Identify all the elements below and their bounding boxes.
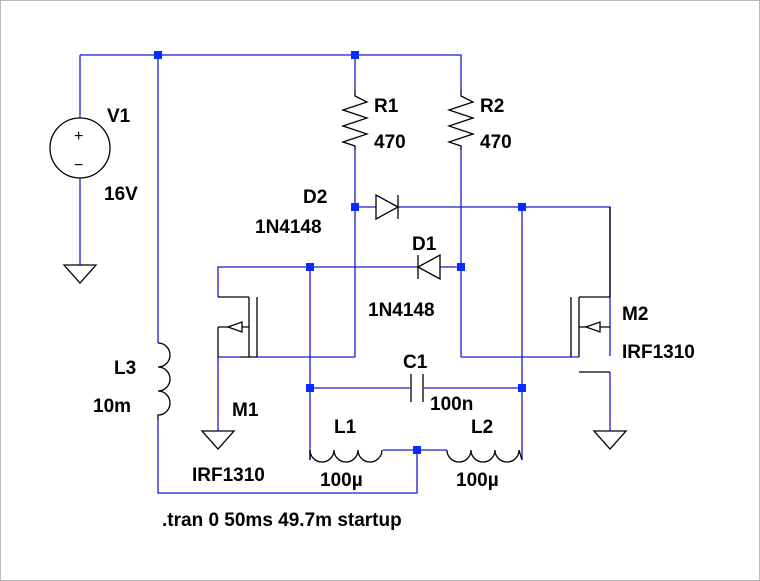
l2-symbol[interactable] bbox=[446, 449, 523, 463]
wire-d1-left bbox=[217, 266, 418, 297]
d2-value-label: 1N4148 bbox=[255, 217, 322, 238]
d2-ref-label: D2 bbox=[303, 187, 327, 208]
junction-dot bbox=[351, 51, 359, 59]
m1-value-label: IRF1310 bbox=[192, 465, 265, 486]
r1-symbol[interactable] bbox=[340, 90, 370, 150]
r2-ref-label: R2 bbox=[480, 96, 504, 117]
m1-ref-label: M1 bbox=[232, 400, 259, 421]
m1-symbol[interactable] bbox=[217, 296, 258, 358]
v1-ref-label: V1 bbox=[107, 106, 131, 127]
junction-dot bbox=[413, 446, 421, 454]
wire-l3-bottom bbox=[157, 420, 418, 494]
l2-value-label: 100µ bbox=[456, 470, 499, 491]
c1-ref-label: C1 bbox=[403, 352, 428, 373]
v1-minus-sign: − bbox=[74, 157, 83, 174]
ground-icon bbox=[200, 430, 236, 450]
wire-top-rail bbox=[80, 54, 462, 90]
v1-plus-sign: + bbox=[74, 128, 83, 145]
ground-icon bbox=[592, 430, 628, 450]
r2-value-label: 470 bbox=[480, 132, 512, 153]
spice-directive[interactable]: .tran 0 50ms 49.7m startup bbox=[162, 510, 402, 531]
l3-value-label: 10m bbox=[93, 396, 131, 417]
m2-symbol[interactable] bbox=[570, 207, 611, 373]
junction-dot bbox=[351, 203, 359, 211]
junction-dot bbox=[306, 263, 314, 271]
l3-symbol[interactable] bbox=[157, 342, 171, 420]
junctions bbox=[154, 51, 526, 454]
m2-value-label: IRF1310 bbox=[622, 342, 695, 363]
m2-ref-label: M2 bbox=[622, 304, 648, 325]
junction-dot bbox=[306, 384, 314, 392]
l2-ref-label: L2 bbox=[471, 417, 493, 438]
junction-dot bbox=[154, 51, 162, 59]
junction-dot bbox=[518, 384, 526, 392]
r1-value-label: 470 bbox=[374, 132, 406, 153]
c1-symbol[interactable] bbox=[410, 374, 424, 402]
l3-ref-label: L3 bbox=[114, 358, 136, 379]
c1-value-label: 100n bbox=[430, 394, 473, 415]
labels: V1 16V R1 470 R2 470 D2 1N4148 D1 1N4148… bbox=[93, 96, 695, 531]
junction-dot bbox=[518, 203, 526, 211]
d2-symbol[interactable] bbox=[375, 193, 400, 221]
l1-value-label: 100µ bbox=[320, 470, 363, 491]
l1-symbol[interactable] bbox=[309, 449, 383, 463]
v1-value-label: 16V bbox=[104, 184, 138, 205]
d1-symbol[interactable] bbox=[416, 253, 441, 281]
ground-icon bbox=[62, 264, 98, 284]
wire-d2-right bbox=[398, 206, 611, 356]
r2-symbol[interactable] bbox=[446, 90, 476, 150]
junction-dot bbox=[457, 263, 465, 271]
d1-ref-label: D1 bbox=[412, 234, 437, 255]
l1-ref-label: L1 bbox=[334, 417, 357, 438]
r1-ref-label: R1 bbox=[374, 96, 399, 117]
d1-value-label: 1N4148 bbox=[368, 300, 435, 321]
v1-symbol[interactable]: + − bbox=[49, 117, 111, 179]
